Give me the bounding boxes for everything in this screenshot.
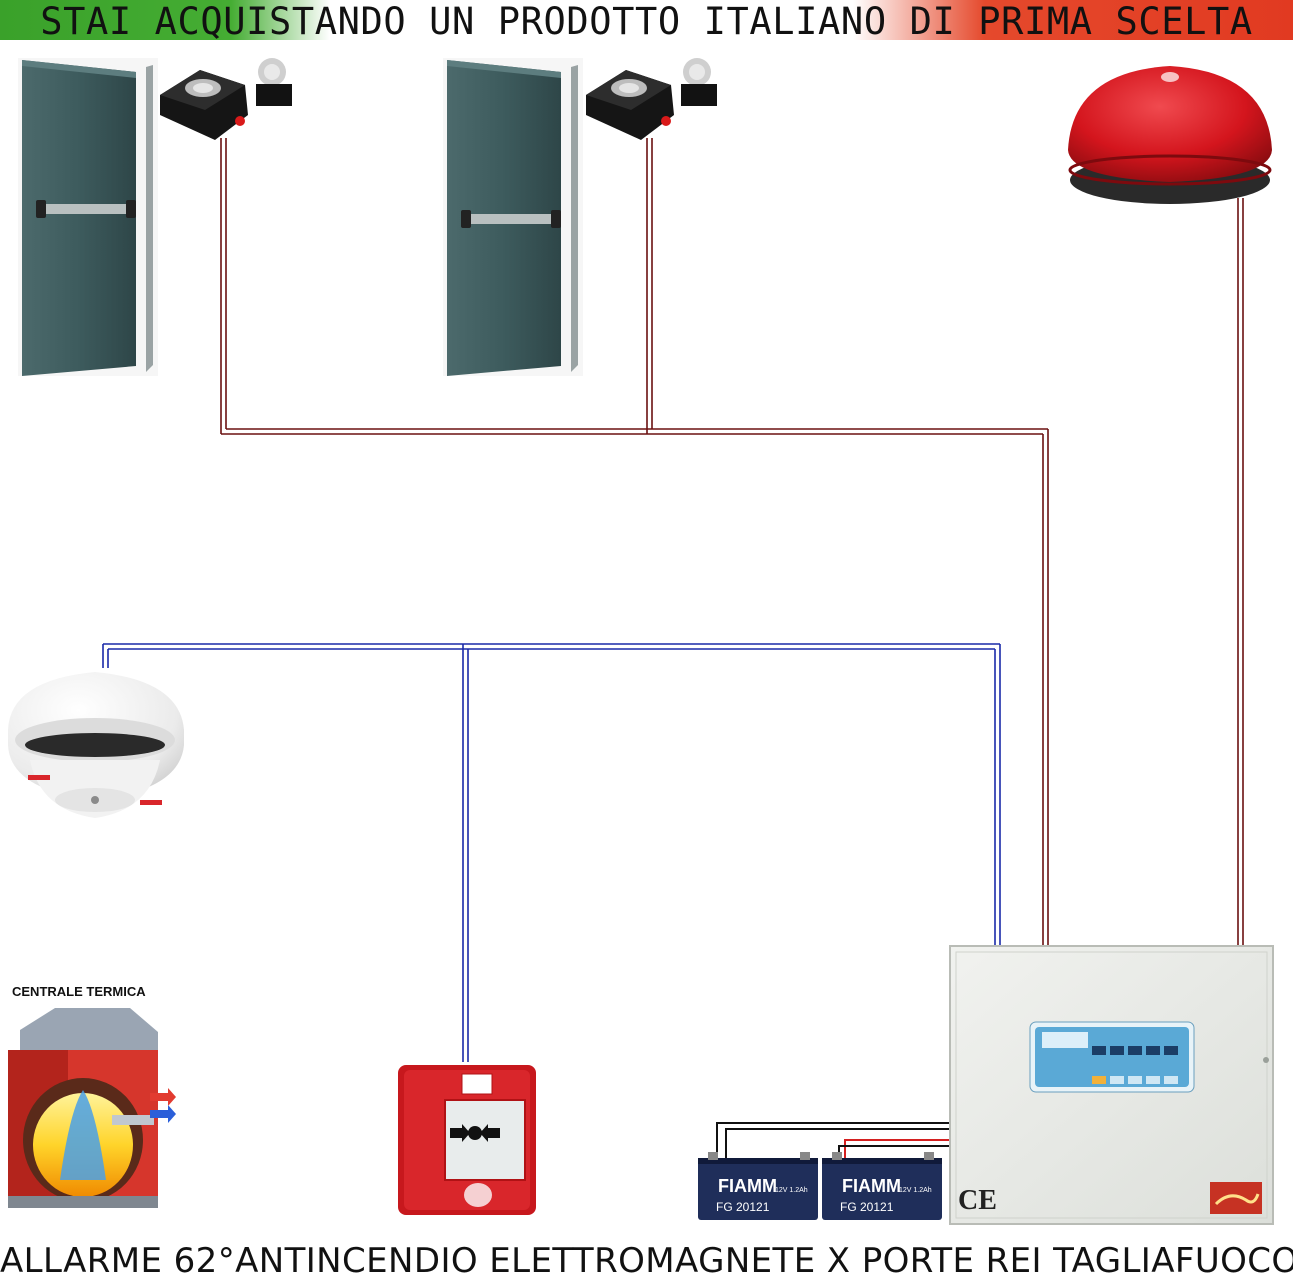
ce-mark: CE — [958, 1185, 997, 1217]
panic-bar — [40, 204, 132, 214]
battery-1-rating: 12V 1.2Ah — [775, 1187, 808, 1194]
panel-keys — [1092, 1076, 1178, 1084]
battery-1-model: FG 20121 — [716, 1200, 770, 1214]
battery-2-rating: 12V 1.2Ah — [899, 1187, 932, 1194]
door-magnet-2 — [586, 58, 717, 140]
battery-1-brand: FIAMM — [718, 1176, 777, 1196]
manual-call-point — [398, 1065, 536, 1215]
panel-leds — [1092, 1046, 1178, 1055]
fire-door-1 — [18, 58, 158, 376]
detector-circuit-wires — [103, 644, 1000, 1062]
battery-2-model: FG 20121 — [840, 1200, 894, 1214]
footer-title: ALLARME 62°ANTINCENDIO ELETTROMAGNETE X … — [0, 1240, 1293, 1282]
alarm-bell — [1068, 66, 1272, 204]
smoke-detector — [8, 672, 184, 818]
boiler — [8, 1008, 176, 1208]
battery-2-brand: FIAMM — [842, 1176, 901, 1196]
panic-bar — [465, 214, 557, 224]
door-magnet-1 — [160, 58, 292, 140]
boiler-label: CENTRALE TERMICA — [12, 984, 146, 999]
fire-door-2 — [443, 58, 583, 376]
door-circuit-wires — [221, 138, 1243, 946]
manufacturer-logo — [1210, 1182, 1262, 1214]
control-panel — [950, 946, 1273, 1224]
